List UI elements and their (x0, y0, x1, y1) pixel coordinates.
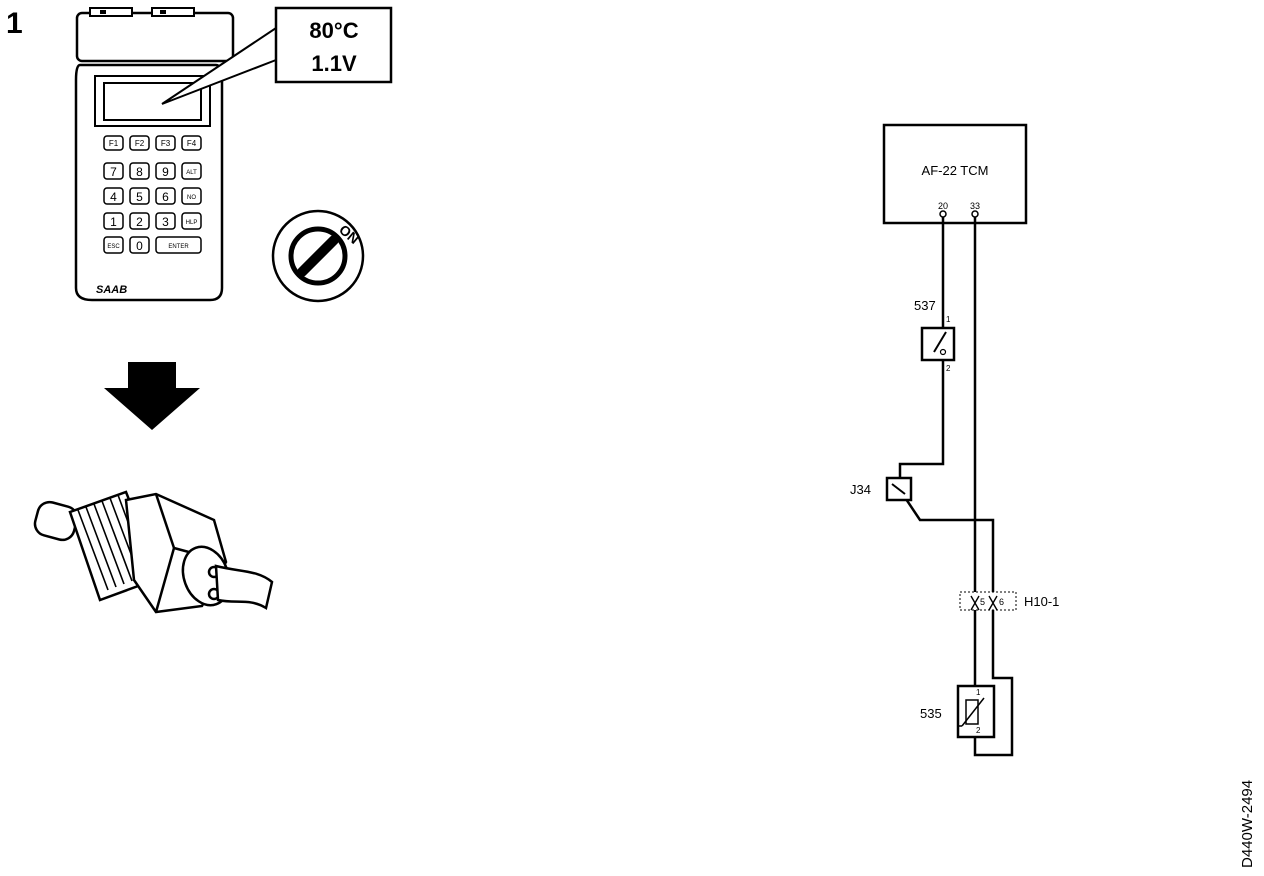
key-1: 1 (103, 212, 124, 230)
tcm-pins (939, 210, 979, 218)
key-4: 4 (103, 187, 124, 205)
wiring-schematic (882, 123, 1028, 757)
connector-h10-1-label: H10-1 (1024, 594, 1059, 609)
key-alt: ALT (181, 162, 202, 180)
scan-tool-brand: SAAB (96, 284, 127, 296)
svg-text:7: 7 (110, 165, 117, 179)
svg-text:4: 4 (110, 190, 117, 204)
ignition-key-icon: ON (271, 209, 365, 303)
callout-temperature: 80°C (309, 18, 358, 43)
svg-text:8: 8 (136, 165, 143, 179)
svg-text:0: 0 (136, 239, 143, 253)
key-7: 7 (103, 162, 124, 180)
junction-j34-icon (885, 476, 913, 502)
arrow-down-icon (104, 362, 200, 430)
svg-text:F2: F2 (135, 139, 145, 148)
svg-text:ESC: ESC (107, 244, 120, 250)
svg-text:HLP: HLP (186, 220, 198, 226)
connector-h10-1-icon (959, 591, 1017, 611)
svg-text:NO: NO (187, 195, 196, 201)
svg-text:F4: F4 (187, 139, 197, 148)
svg-text:F3: F3 (161, 139, 171, 148)
tcm-box (882, 123, 1028, 225)
callout-voltage: 1.1V (311, 51, 357, 76)
tcm-label: AF-22 TCM (922, 163, 989, 178)
function-keys: F1 F2 F3 F4 (103, 135, 202, 151)
svg-text:3: 3 (162, 215, 169, 229)
tcm-pin-20: 20 (938, 201, 948, 211)
svg-text:1: 1 (110, 215, 117, 229)
key-enter: ENTER (155, 236, 202, 254)
svg-text:ALT: ALT (186, 170, 197, 176)
key-5: 5 (129, 187, 150, 205)
key-9: 9 (155, 162, 176, 180)
svg-text:5: 5 (136, 190, 143, 204)
key-8: 8 (129, 162, 150, 180)
key-esc: ESC (103, 236, 124, 254)
temperature-sensor-icon (33, 490, 274, 614)
svg-text:6: 6 (162, 190, 169, 204)
key-2: 2 (129, 212, 150, 230)
tcm-pin-33: 33 (970, 201, 980, 211)
key-f2: F2 (129, 135, 150, 151)
switch-537-icon (920, 326, 956, 362)
sensor-535-icon (956, 684, 996, 739)
switch-537-label: 537 (914, 298, 936, 313)
svg-text:9: 9 (162, 165, 169, 179)
svg-text:2: 2 (136, 215, 143, 229)
switch-537-pin-1: 1 (946, 315, 951, 324)
figure-code: D440W-2494 (1239, 780, 1256, 868)
key-help: HLP (181, 212, 202, 230)
keypad: 7 8 9 ALT 4 5 6 NO 1 2 3 HLP ESC 0 ENTER (103, 162, 202, 254)
display-callout: 80°C 1.1V (274, 6, 393, 84)
junction-j34-label: J34 (850, 482, 871, 497)
key-f3: F3 (155, 135, 176, 151)
connector-h10-1-pin-5: 5 (980, 597, 985, 607)
sensor-535-pin-1: 1 (976, 688, 981, 697)
svg-text:F1: F1 (109, 139, 119, 148)
scan-tool-icon (74, 7, 235, 302)
switch-537-pin-2: 2 (946, 364, 951, 373)
sensor-535-label: 535 (920, 706, 942, 721)
key-0: 0 (129, 236, 150, 254)
key-no: NO (181, 187, 202, 205)
key-3: 3 (155, 212, 176, 230)
connector-h10-1-pin-6: 6 (999, 597, 1004, 607)
key-6: 6 (155, 187, 176, 205)
step-number: 1 (6, 7, 23, 40)
sensor-535-pin-2: 2 (976, 726, 981, 735)
svg-text:ENTER: ENTER (168, 244, 189, 250)
key-f4: F4 (181, 135, 202, 151)
key-f1: F1 (103, 135, 124, 151)
